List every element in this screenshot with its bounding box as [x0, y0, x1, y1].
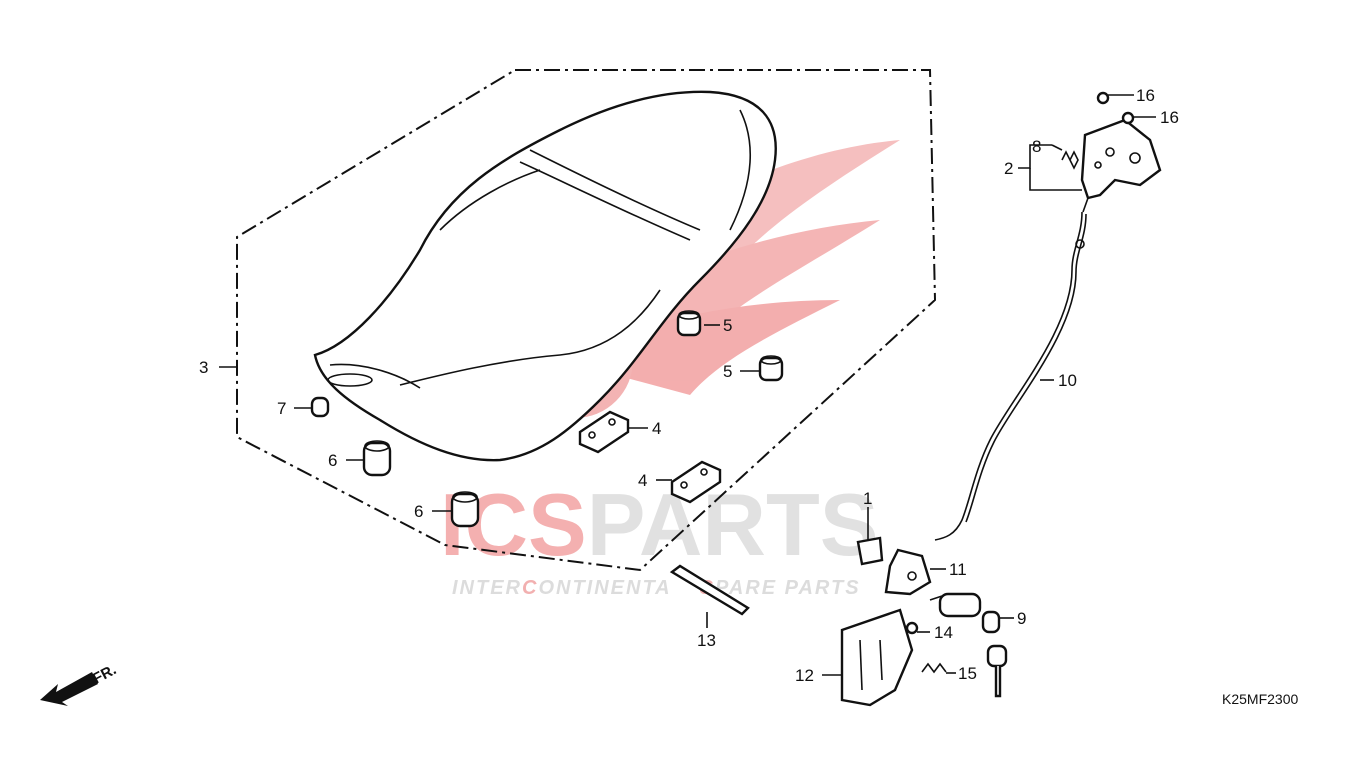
callout-15: 15	[958, 664, 977, 683]
spring-part-8	[1061, 150, 1079, 170]
diagram-code: K25MF2300	[1222, 691, 1298, 707]
svg-text:ICSPARTS: ICSPARTS	[440, 475, 878, 574]
spring-part-15	[921, 662, 947, 674]
callout-8: 8	[1032, 137, 1041, 156]
rubber-bumper-lower	[758, 355, 784, 382]
callout-3: 3	[199, 358, 208, 377]
watermark-tagline-e: PARE PARTS	[715, 577, 861, 599]
strip-part-13	[669, 564, 750, 616]
callout-5-upper: 5	[723, 316, 732, 335]
assembly-outline	[236, 69, 937, 572]
clip-part-1	[856, 536, 884, 566]
bolt-16-left	[1096, 91, 1110, 105]
seat	[313, 90, 777, 462]
callout-16-lower: 16	[1160, 108, 1179, 127]
callout-9: 9	[1017, 609, 1026, 628]
watermark-tagline-b: C	[522, 577, 538, 599]
watermark-tagline-a: INTER	[452, 577, 522, 599]
svg-text:INTERCONTINENTASPARE PARTS: INTERCONTINENTASPARE PARTS	[452, 577, 861, 599]
callout-11: 11	[949, 560, 967, 579]
bracket-lower	[670, 460, 722, 504]
bolt-16-right	[1121, 111, 1135, 125]
callout-1: 1	[863, 489, 872, 508]
cap-part-7	[310, 396, 330, 418]
cushion-lower	[450, 491, 480, 528]
callout-2: 2	[1004, 159, 1013, 178]
callout-4-lower: 4	[638, 471, 647, 490]
leader-lines	[219, 94, 1156, 676]
key-upper	[981, 610, 1001, 634]
front-arrow-icon	[40, 672, 98, 706]
watermark-tagline-c: ONTINENTA	[538, 577, 671, 599]
rubber-bumper-upper	[676, 310, 702, 337]
callout-10: 10	[1058, 371, 1077, 390]
callout-7: 7	[277, 399, 286, 418]
bracket-part-11	[884, 548, 932, 596]
release-cable	[934, 211, 1087, 541]
callout-12: 12	[795, 666, 814, 685]
watermark-brand-grey: PARTS	[587, 475, 879, 574]
callout-16-upper: 16	[1136, 86, 1155, 105]
lock-housing-part-12	[840, 608, 914, 707]
front-direction-indicator: FR.	[40, 661, 119, 706]
callout-5-lower: 5	[723, 362, 732, 381]
key-lower	[986, 644, 1008, 698]
callout-6-upper: 6	[328, 451, 337, 470]
callouts: 3 5 5 7 4 4 6 6 1 11 9 10 14 15 12 13 2 …	[199, 86, 1179, 685]
callout-4-upper: 4	[652, 419, 661, 438]
callout-13: 13	[697, 631, 716, 650]
seat-latch	[1080, 118, 1162, 213]
bolt-part-14	[905, 621, 919, 635]
callout-14: 14	[934, 623, 953, 642]
watermark-text: ICSPARTS INTERCONTINENTASPARE PARTS	[440, 475, 878, 599]
cushion-upper	[362, 440, 392, 477]
bracket-upper	[578, 410, 630, 454]
lock-cylinder	[929, 592, 982, 618]
callout-6-lower: 6	[414, 502, 423, 521]
